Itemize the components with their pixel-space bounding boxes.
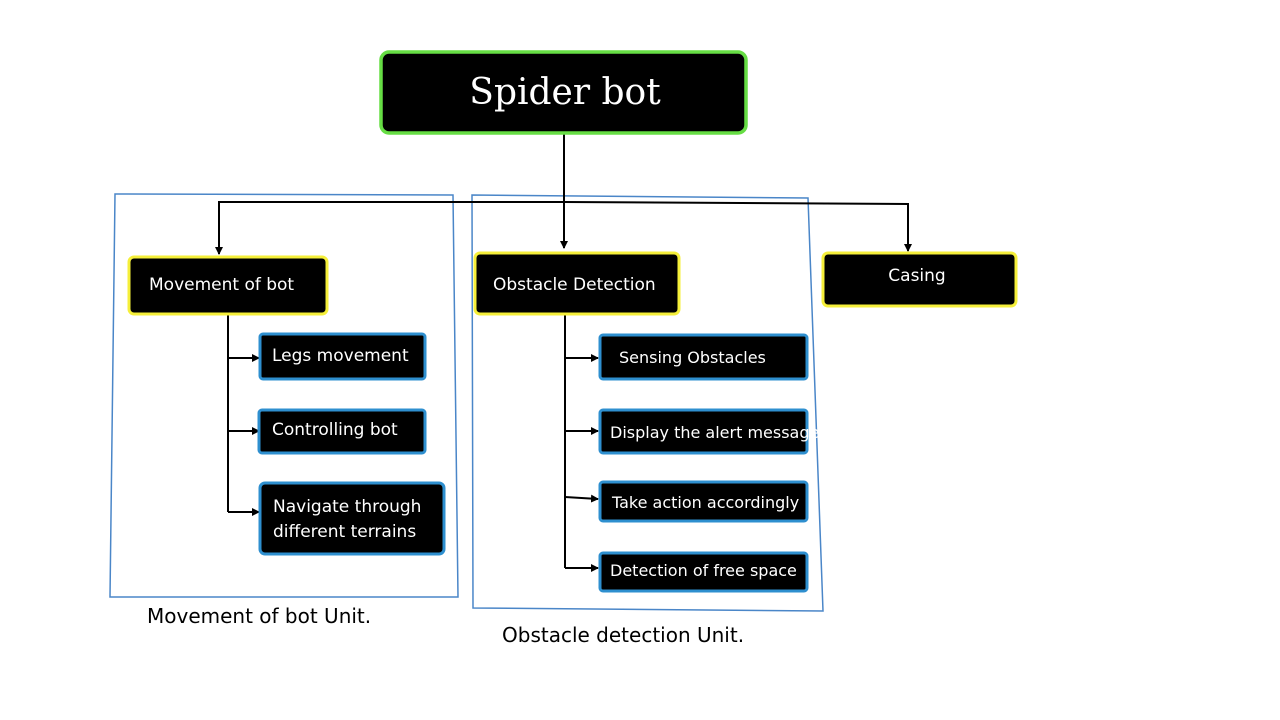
root-node-label: Spider bot	[469, 72, 661, 113]
root-node: Spider bot	[379, 50, 748, 135]
casing-node: Casing	[821, 251, 1018, 308]
obstacle-child-sensing-label: Sensing Obstacles	[619, 348, 766, 367]
obstacle-child-free-space: Detection of free space	[598, 551, 809, 593]
movement-child-legs-label: Legs movement	[272, 346, 409, 366]
movement-node: Movement of bot	[127, 255, 329, 316]
obstacle-child-display-label: Display the alert message	[610, 423, 819, 442]
movement-child-legs: Legs movement	[258, 332, 427, 381]
movement-child-navigate-label-line2: different terrains	[273, 522, 416, 542]
movement-unit-frame	[109, 193, 459, 598]
obstacle-node: Obstacle Detection	[473, 251, 681, 316]
movement-child-navigate-label-line1: Navigate through	[273, 497, 421, 517]
movement-child-controlling-label: Controlling bot	[272, 420, 398, 440]
obstacle-node-label: Obstacle Detection	[493, 275, 656, 295]
obstacle-unit-caption: Obstacle detection Unit.	[502, 623, 744, 647]
movement-child-controlling: Controlling bot	[257, 408, 427, 455]
left-branch-connector	[215, 201, 564, 255]
casing-node-label: Casing	[888, 266, 945, 286]
right-branch-connector	[563, 201, 912, 252]
obstacle-child-sensing: Sensing Obstacles	[598, 333, 809, 381]
obstacle-child-connector-3	[564, 494, 599, 503]
obstacle-child-action-label: Take action accordingly	[611, 493, 799, 512]
obstacle-child-action: Take action accordingly	[598, 480, 809, 523]
obstacle-child-free-space-label: Detection of free space	[610, 561, 797, 580]
movement-node-label: Movement of bot	[149, 275, 294, 295]
movement-child-navigate: Navigate through different terrains	[258, 481, 446, 556]
obstacle-unit-frame	[471, 194, 824, 612]
obstacle-child-display: Display the alert message	[598, 408, 819, 455]
movement-unit-caption: Movement of bot Unit.	[147, 604, 371, 628]
